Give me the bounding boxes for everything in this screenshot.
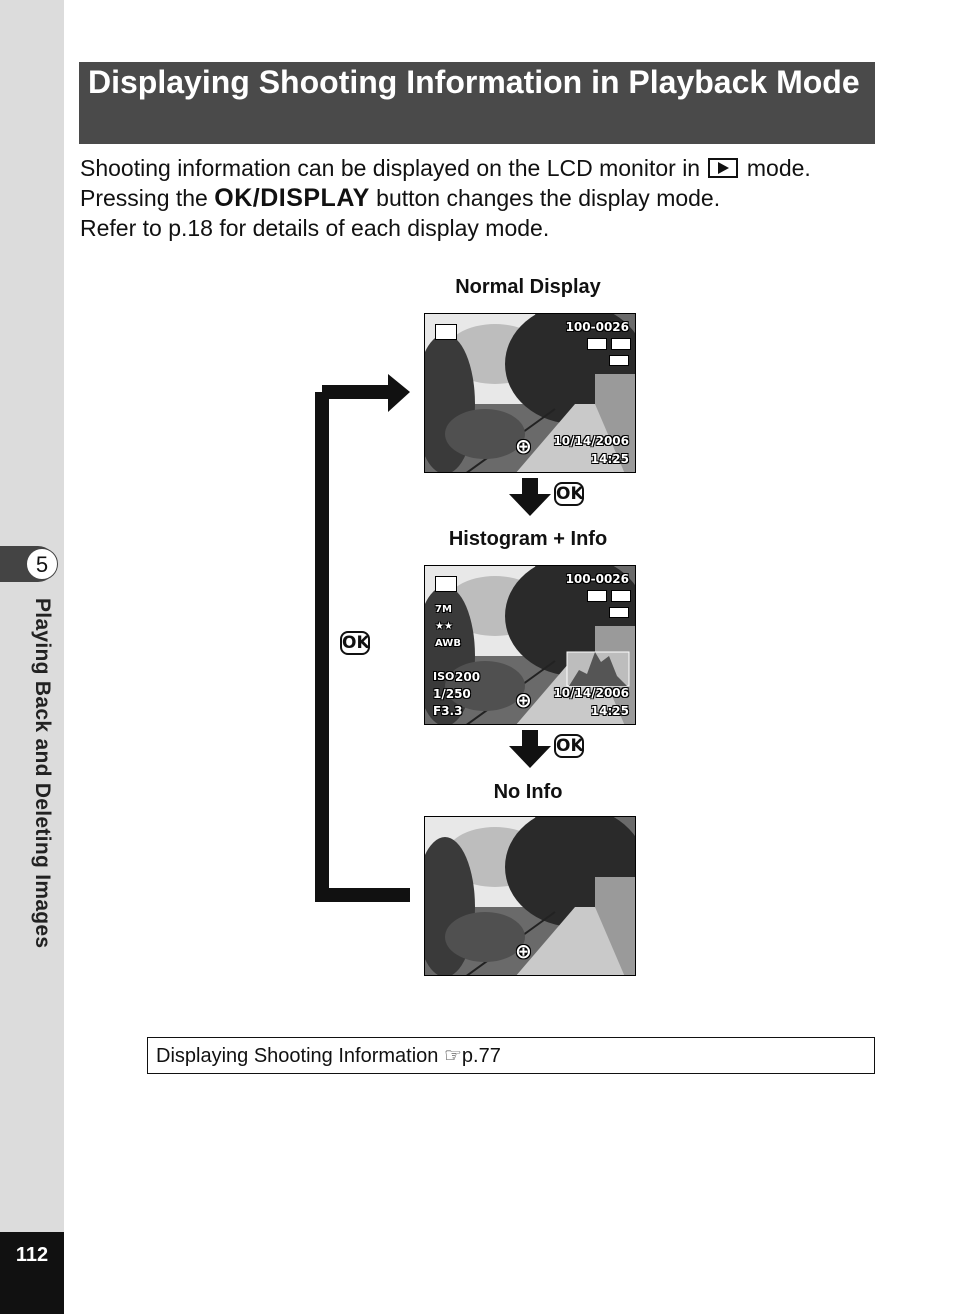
time: 14:25 bbox=[590, 452, 629, 466]
page-number-box bbox=[0, 1232, 64, 1314]
page-number: 112 bbox=[15, 1244, 49, 1266]
page-title: Displaying Shooting Information in Playb… bbox=[88, 64, 860, 100]
file-number: 100-0026 bbox=[565, 572, 629, 586]
voice-memo-icon bbox=[587, 590, 607, 602]
reference-label: Displaying Shooting Information bbox=[156, 1045, 439, 1067]
title-bar bbox=[79, 62, 875, 144]
protect-icon bbox=[611, 338, 631, 350]
pointer-icon: ☞ bbox=[443, 1045, 462, 1067]
mode-label-histogram: Histogram + Info bbox=[448, 528, 608, 550]
reference-box bbox=[147, 1037, 875, 1074]
four-way-icon: ⊕ bbox=[515, 939, 532, 963]
aperture: F3.3 bbox=[433, 704, 463, 718]
ok-icon-2: OK bbox=[554, 734, 584, 758]
date: 10/14/2006 bbox=[553, 686, 629, 700]
photo-scene bbox=[425, 566, 635, 724]
file-number: 100-0026 bbox=[565, 320, 629, 334]
iso-value: 200 bbox=[455, 670, 481, 684]
intro-line1-end: mode. bbox=[746, 155, 811, 181]
iso-label: ISO bbox=[433, 670, 455, 683]
time: 14:25 bbox=[590, 704, 629, 718]
intro-line1-start: Shooting information can be displayed on… bbox=[80, 155, 701, 181]
down-arrow-1 bbox=[509, 478, 551, 516]
four-way-icon: ⊕ bbox=[515, 688, 532, 712]
voice-memo-icon bbox=[587, 338, 607, 350]
mode-label-noinfo: No Info bbox=[493, 781, 563, 803]
ok-display-button-label: OK/DISPLAY bbox=[214, 184, 370, 212]
photo-scene bbox=[425, 817, 635, 975]
protect-icon bbox=[611, 590, 631, 602]
white-balance: AWB bbox=[435, 638, 461, 649]
photo-scene bbox=[425, 314, 635, 472]
mode-label-normal: Normal Display bbox=[455, 276, 601, 298]
chapter-title: Playing Back and Deleting Images bbox=[31, 598, 54, 949]
intro-text: Shooting information can be displayed on… bbox=[80, 153, 900, 243]
loop-arrow bbox=[315, 374, 410, 902]
screen-histogram-info: 100-0026 7M ★★ AWB ISO 200 1/250 F3.3 ⊕ … bbox=[424, 565, 636, 725]
ok-icon-1: OK bbox=[554, 482, 584, 506]
sidebar-band bbox=[0, 0, 64, 1314]
date: 10/14/2006 bbox=[553, 434, 629, 448]
play-mode-icon bbox=[435, 576, 457, 592]
down-arrow-2 bbox=[509, 730, 551, 768]
reference-page[interactable]: p.77 bbox=[461, 1045, 501, 1067]
quality: ★★ bbox=[435, 621, 453, 632]
playback-icon bbox=[708, 158, 739, 178]
shutter-speed: 1/250 bbox=[433, 687, 471, 701]
intro-line3: Refer to p.18 for details of each displa… bbox=[80, 215, 550, 241]
screen-no-info: ⊕ bbox=[424, 816, 636, 976]
battery-icon bbox=[609, 607, 629, 618]
intro-line2-start: Pressing the bbox=[80, 185, 208, 211]
reference-text: Displaying Shooting Information ☞p.77 bbox=[156, 1043, 501, 1068]
battery-icon bbox=[609, 355, 629, 366]
screen-normal-display: 100-0026 ⊕ 10/14/2006 14:25 bbox=[424, 313, 636, 473]
four-way-icon: ⊕ bbox=[515, 434, 532, 458]
intro-line2-end: button changes the display mode. bbox=[376, 185, 721, 211]
loop-ok-icon: OK bbox=[340, 631, 370, 655]
chapter-number: 5 bbox=[26, 548, 58, 580]
play-mode-icon bbox=[435, 324, 457, 340]
resolution: 7M bbox=[435, 604, 452, 615]
